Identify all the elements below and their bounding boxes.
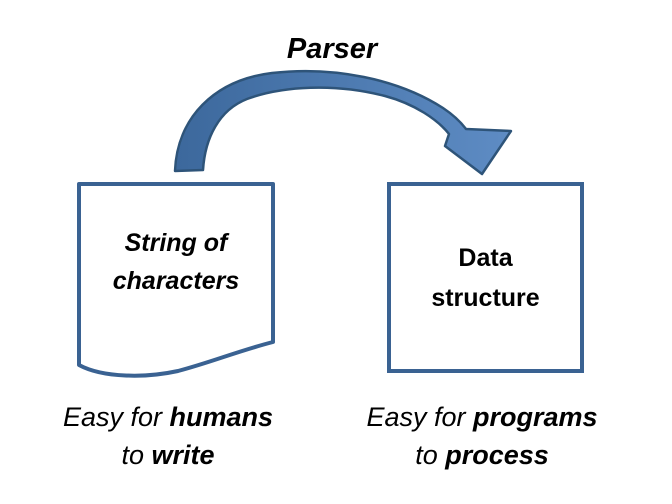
- target-label-line1: Data: [458, 244, 513, 272]
- source-label-line1: String of: [124, 229, 228, 257]
- target-label-line2: structure: [431, 284, 540, 312]
- target-shape-label: Data structure: [389, 238, 582, 318]
- source-caption: Easy for humans to write: [62, 402, 274, 470]
- source-label-line2: characters: [112, 267, 240, 295]
- curved-arrow-icon: [173, 69, 513, 176]
- target-caption: Easy for programs to process: [366, 402, 598, 470]
- diagram-title: Parser: [286, 33, 378, 65]
- square-shape: [387, 182, 584, 373]
- source-shape-label: String of characters: [79, 224, 273, 300]
- document-shape: [77, 182, 275, 378]
